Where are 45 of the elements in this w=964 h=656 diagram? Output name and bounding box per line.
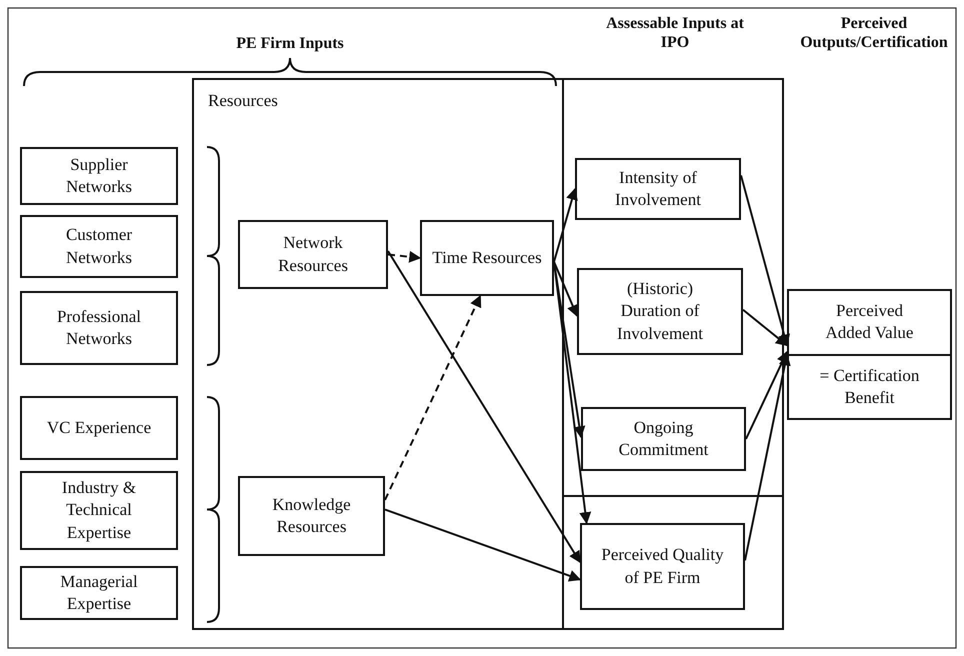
process-box [20, 291, 178, 365]
process-box [20, 215, 178, 278]
arrow [384, 508, 582, 582]
process-box [20, 566, 178, 620]
box-label: VC Experience [46, 416, 152, 439]
box-label: Intensity of Involvement [614, 166, 702, 211]
box-label: Perceived Quality of PE Firm [600, 544, 724, 588]
process-box [420, 220, 554, 296]
process-box [238, 476, 385, 556]
box-label: Supplier Networks [64, 154, 134, 198]
arrow [553, 261, 578, 317]
box-label: Time Resources [432, 246, 542, 269]
process-box [238, 220, 388, 289]
arrow [384, 294, 482, 500]
column-heading: Assessable Inputs at IPO [605, 14, 745, 52]
process-box [581, 407, 746, 471]
arrow [553, 262, 586, 438]
outcome-box [787, 289, 952, 420]
process-box [577, 268, 743, 355]
box-label: Customer Networks [64, 224, 134, 268]
arrow [553, 262, 592, 524]
box-label: Industry & Technical Expertise [60, 477, 138, 544]
box-label: = Certification Benefit [789, 354, 950, 418]
box-label: Knowledge Resources [271, 494, 352, 538]
box-label: Professional Networks [56, 306, 142, 350]
process-box [580, 523, 745, 610]
process-box [20, 471, 178, 550]
arrow [742, 308, 788, 346]
process-box [575, 158, 741, 220]
column-heading: PE Firm Inputs [235, 34, 345, 54]
box-label: Perceived Added Value [824, 300, 914, 344]
process-box [20, 147, 178, 205]
arrow [387, 250, 581, 564]
arrow [388, 250, 422, 263]
column-heading: Perceived Outputs/Certification [799, 14, 949, 52]
process-box [20, 396, 178, 460]
arrow [553, 188, 578, 262]
box-label: Managerial Expertise [59, 570, 139, 615]
arrow [740, 175, 790, 346]
arrow [745, 350, 788, 440]
panel-title: Resources [208, 90, 278, 112]
group-panel [192, 78, 564, 630]
box-label: Network Resources [277, 232, 349, 276]
box-label: (Historic) Duration of Involvement [616, 278, 704, 345]
box-label: Ongoing Commitment [618, 416, 710, 461]
